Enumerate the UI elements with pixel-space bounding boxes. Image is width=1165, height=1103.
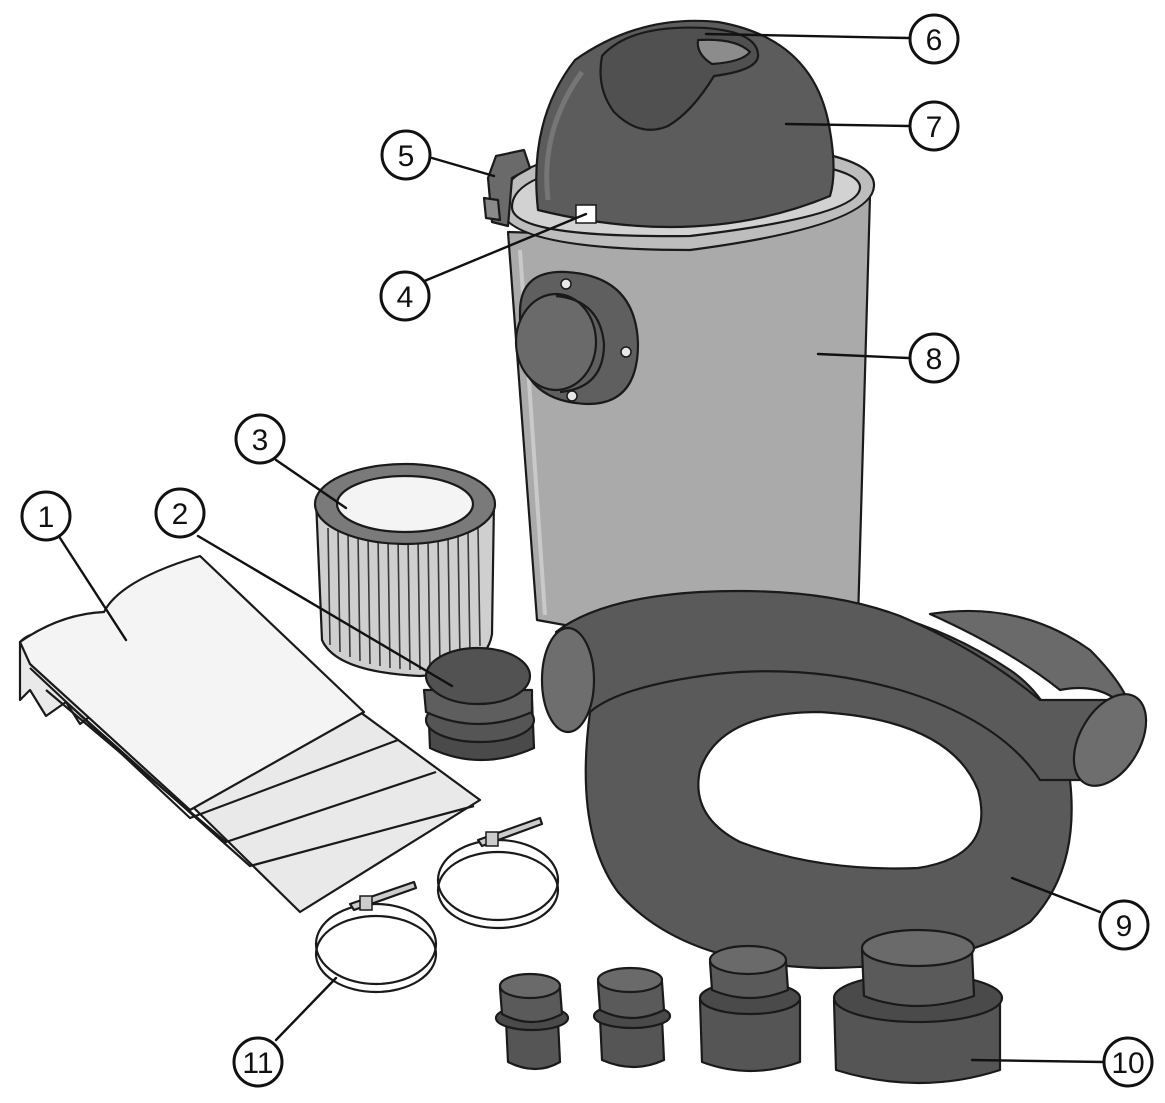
inlet-port — [514, 270, 640, 406]
callout-4-label: 4 — [397, 281, 414, 314]
adapter-small-2 — [592, 966, 672, 1069]
leader-lines — [58, 32, 1106, 1064]
flexible-hose — [540, 589, 1148, 970]
callout-3: 3 — [234, 413, 286, 465]
callout-3-label: 3 — [252, 424, 269, 457]
callout-10: 10 — [1102, 1036, 1154, 1088]
callout-6: 6 — [908, 13, 960, 65]
callout-2-label: 2 — [172, 498, 189, 531]
callout-4: 4 — [379, 270, 431, 322]
adapter-medium — [698, 944, 802, 1073]
adapter-small-1 — [494, 972, 570, 1071]
callout-11: 11 — [232, 1036, 284, 1088]
callout-5: 5 — [380, 129, 432, 181]
callout-9-label: 9 — [1116, 910, 1133, 943]
callout-1-label: 1 — [38, 501, 55, 534]
callout-6-label: 6 — [926, 24, 943, 57]
foam-cap — [422, 646, 536, 762]
callout-5-label: 5 — [398, 140, 415, 173]
hose-adapters — [494, 928, 1004, 1085]
filter-bags — [18, 554, 482, 914]
callout-8-label: 8 — [926, 343, 943, 376]
hose-clamp-upper — [436, 816, 560, 930]
callout-9: 9 — [1098, 899, 1150, 951]
callout-10-label: 10 — [1111, 1047, 1144, 1080]
callout-8: 8 — [908, 332, 960, 384]
adapter-large — [832, 928, 1004, 1085]
cartridge-filter — [313, 462, 497, 678]
callout-7-label: 7 — [926, 111, 943, 144]
lid-clamp — [482, 148, 532, 228]
hose-clamps — [314, 816, 560, 994]
callout-11-label: 11 — [242, 1047, 273, 1080]
callout-7: 7 — [908, 100, 960, 152]
callout-1: 1 — [20, 490, 72, 542]
carry-handle — [599, 26, 760, 131]
callouts: 1 2 3 4 5 6 7 8 — [20, 13, 1154, 1088]
hose-clamp-lower — [314, 880, 438, 994]
callout-2: 2 — [154, 487, 206, 539]
